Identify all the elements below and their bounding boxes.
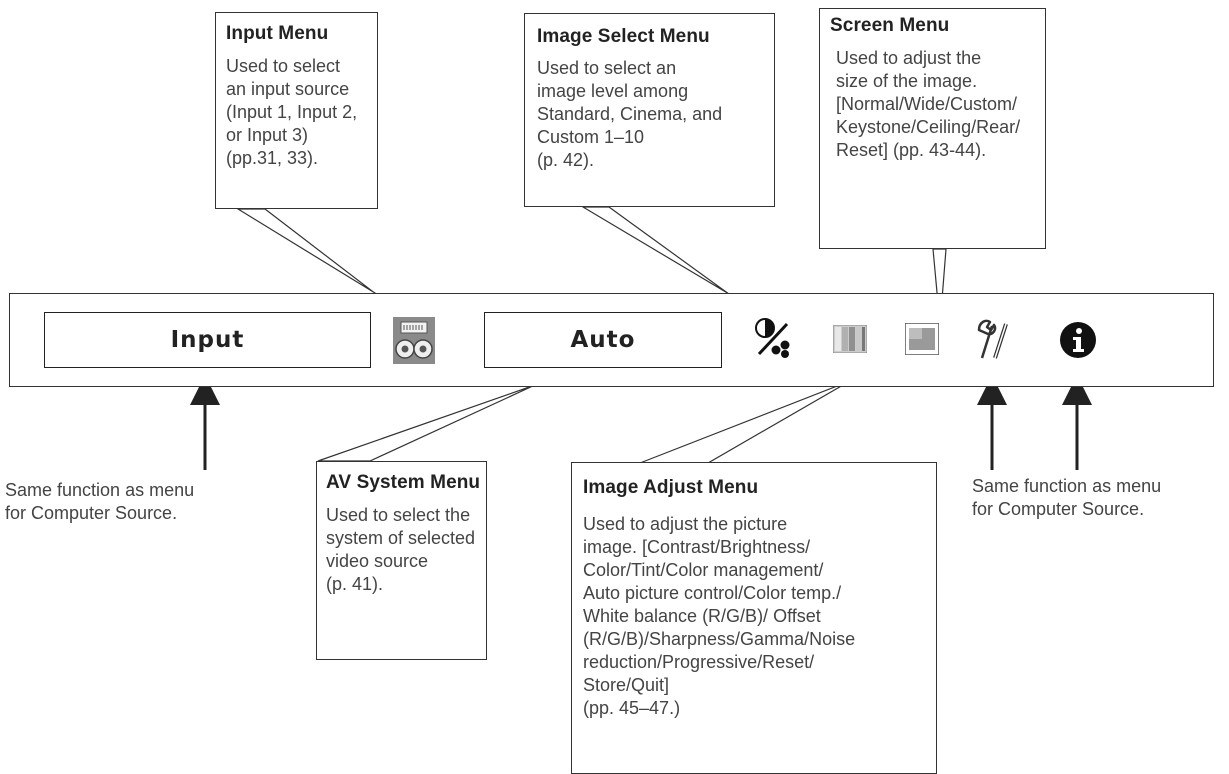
screen-menu-callout: Screen Menu Used to adjust the size of t… — [819, 8, 1046, 249]
callout-title: AV System Menu — [326, 472, 481, 493]
image-adjust-icon[interactable] — [832, 324, 868, 358]
callout-title: Screen Menu — [830, 15, 950, 36]
information-icon[interactable] — [1059, 321, 1097, 364]
callout-body: Used to adjust the size of the image. [N… — [836, 48, 1021, 160]
image-adjust-menu-callout: Image Adjust Menu Used to adjust the pic… — [571, 462, 937, 774]
menu-bar: Input Auto — [9, 293, 1214, 387]
callout-title: Image Select Menu — [537, 26, 710, 47]
right-note: Same function as menu for Computer Sourc… — [972, 476, 1162, 519]
av-system-field-label: Auto — [570, 327, 636, 353]
callout-body: Used to adjust the picture image. [Contr… — [583, 514, 856, 718]
left-note: Same function as menu for Computer Sourc… — [5, 480, 195, 523]
screen-callout-pointer — [932, 248, 947, 326]
input-menu-callout: Input Menu Used to select an input sourc… — [215, 12, 378, 209]
input-field[interactable]: Input — [44, 312, 371, 368]
av-callout-pointer — [317, 384, 536, 462]
callout-title: Image Adjust Menu — [583, 477, 759, 498]
input-field-label: Input — [170, 327, 245, 353]
screen-icon[interactable] — [904, 322, 940, 360]
image-select-menu-callout: Image Select Menu Used to select an imag… — [524, 13, 775, 207]
image-select-icon[interactable] — [755, 318, 791, 363]
callout-body: Used to select the system of selected vi… — [326, 505, 476, 594]
callout-body: Used to select an image level among Stan… — [537, 58, 723, 170]
setting-icon[interactable] — [976, 318, 1010, 365]
av-system-field[interactable]: Auto — [484, 312, 722, 368]
image-adjust-callout-pointer — [639, 380, 851, 464]
av-system-menu-callout: AV System Menu Used to select the system… — [316, 461, 487, 660]
callout-title: Input Menu — [226, 23, 329, 44]
callout-body: Used to select an input source (Input 1,… — [226, 56, 358, 168]
input-source-icon[interactable] — [393, 317, 435, 369]
